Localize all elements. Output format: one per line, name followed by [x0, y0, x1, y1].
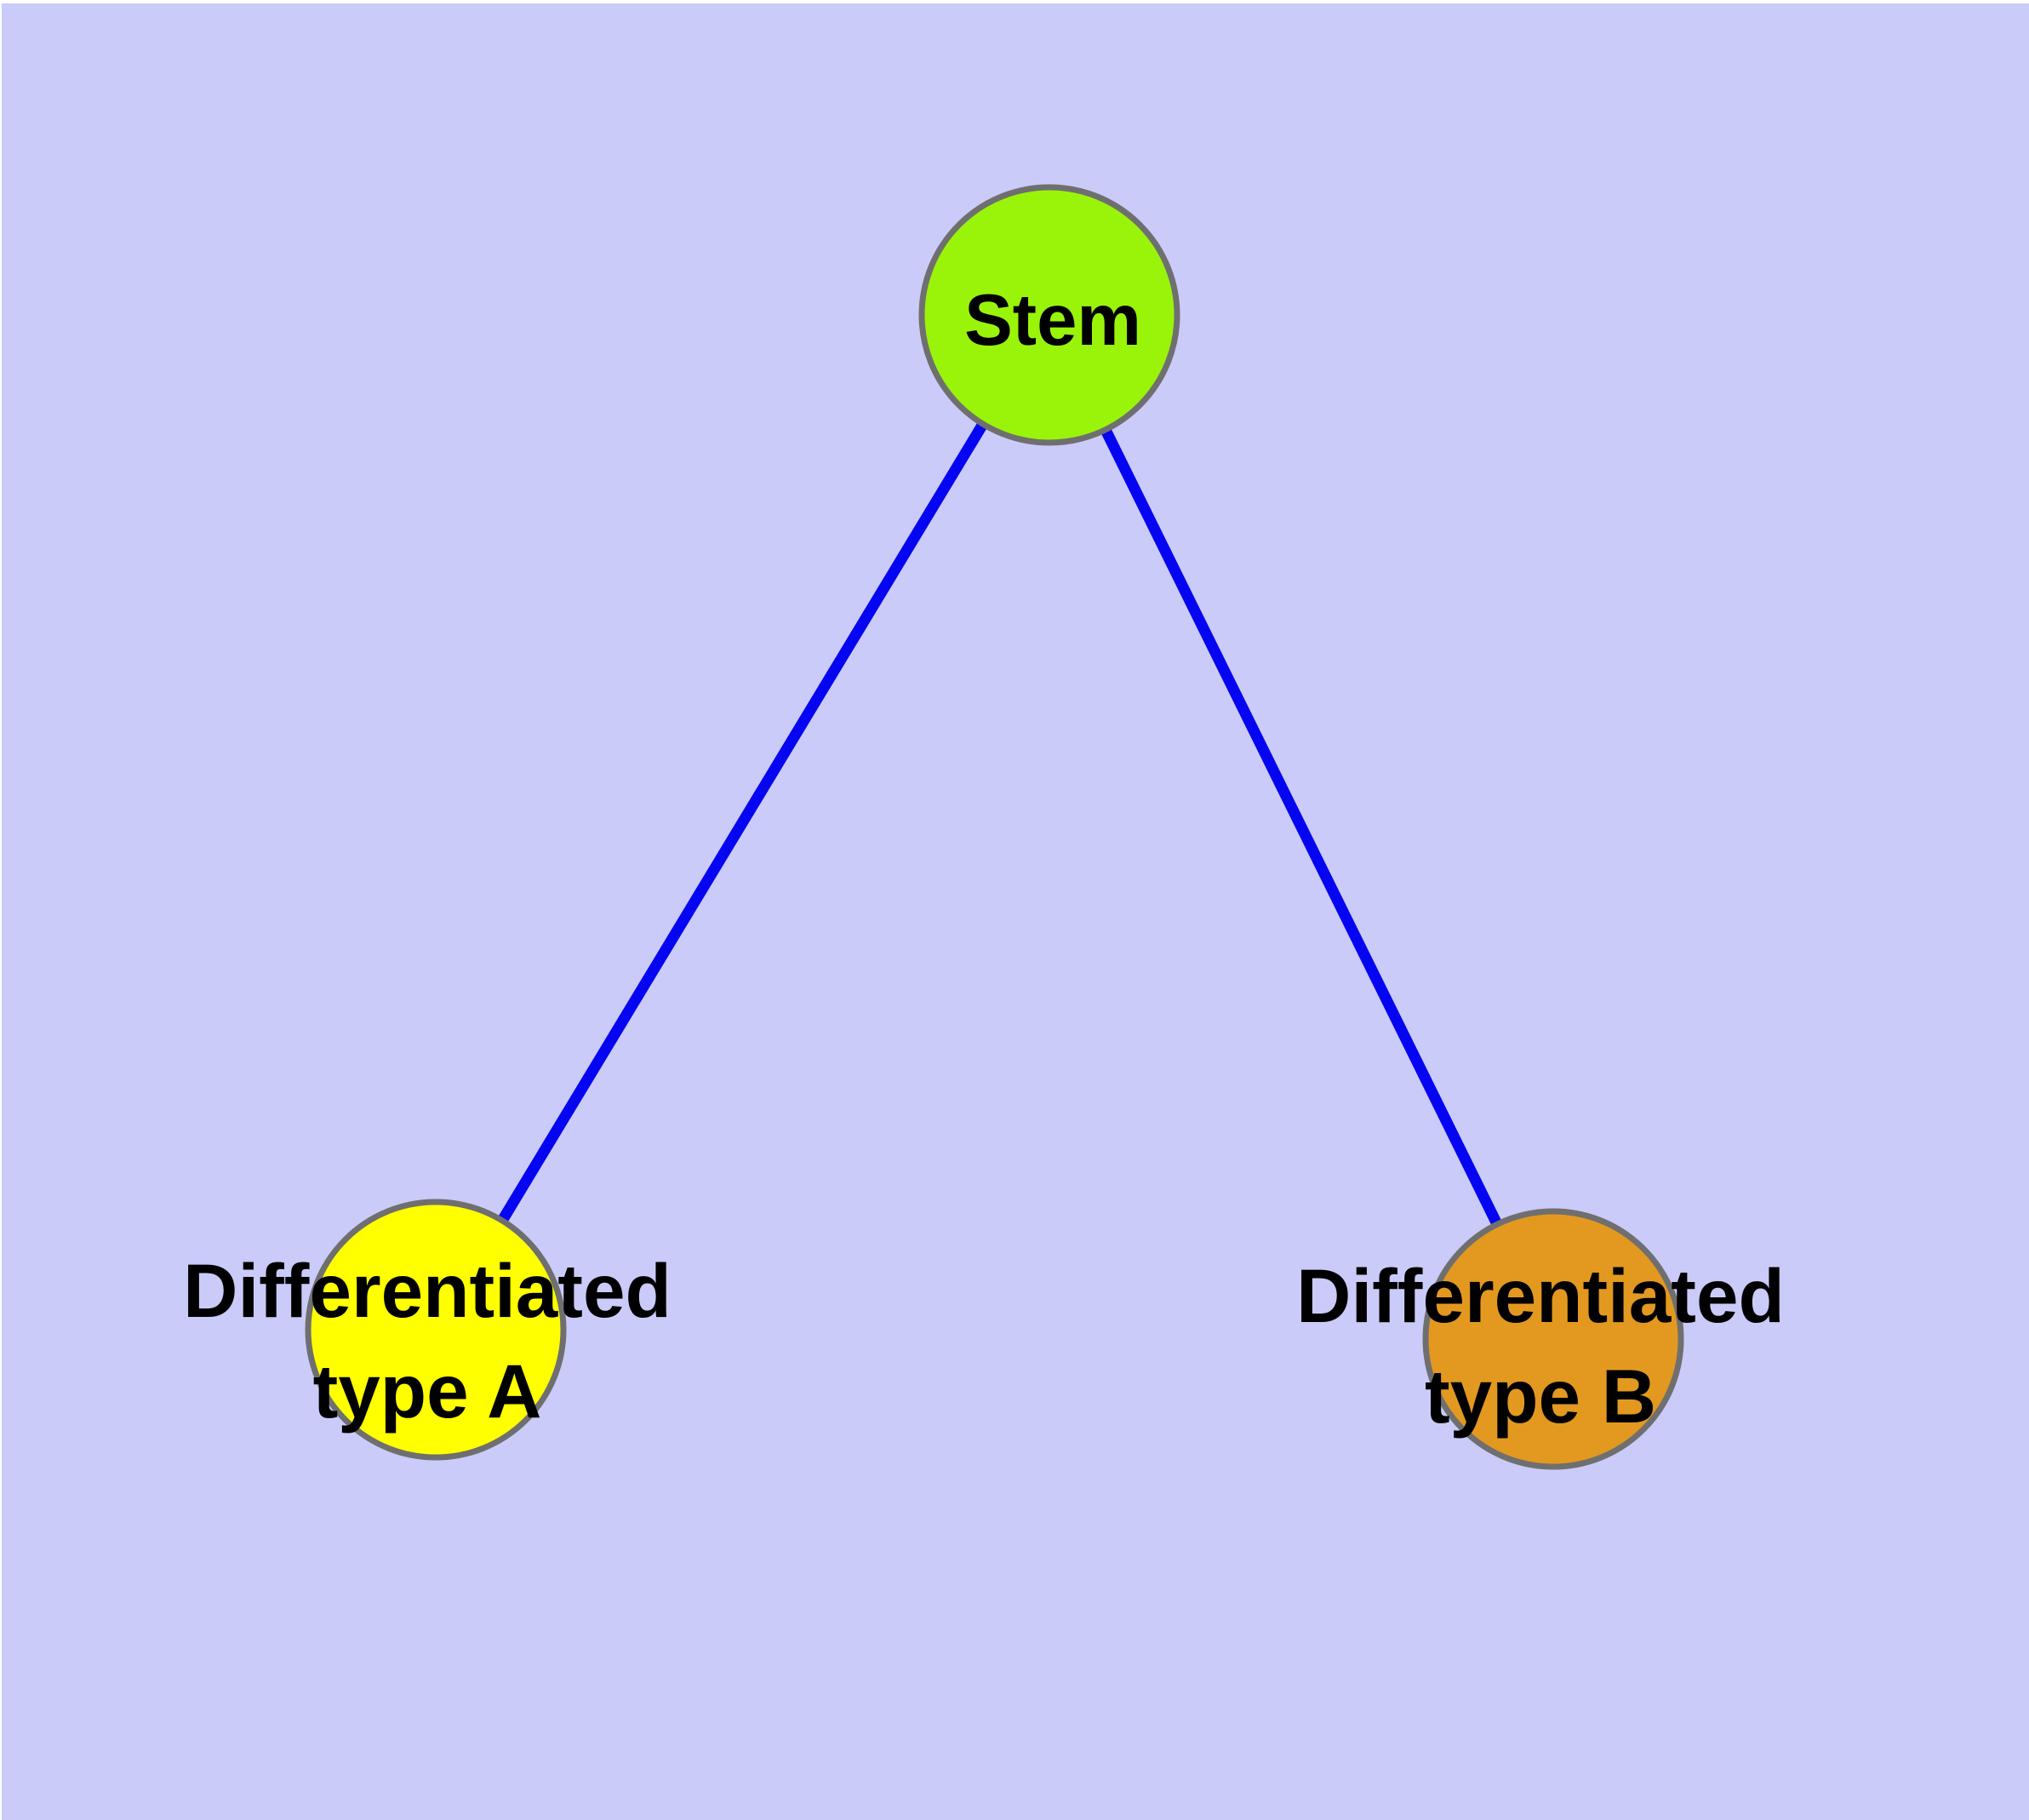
node-type-a-label-line1: Differentiated [183, 1248, 672, 1333]
edge-stem-to-type-a [497, 421, 988, 1224]
node-type-a-label-line2: type A [313, 1348, 542, 1434]
node-type-b [1422, 1208, 1684, 1470]
node-type-b-label-line1: Differentiated [1296, 1253, 1785, 1338]
node-type-b-label-line2: type B [1425, 1354, 1656, 1439]
node-type-a [305, 1199, 567, 1461]
node-stem [918, 184, 1180, 446]
edge-stem-to-type-b [1100, 427, 1502, 1227]
node-stem-label: Stem [964, 280, 1141, 361]
